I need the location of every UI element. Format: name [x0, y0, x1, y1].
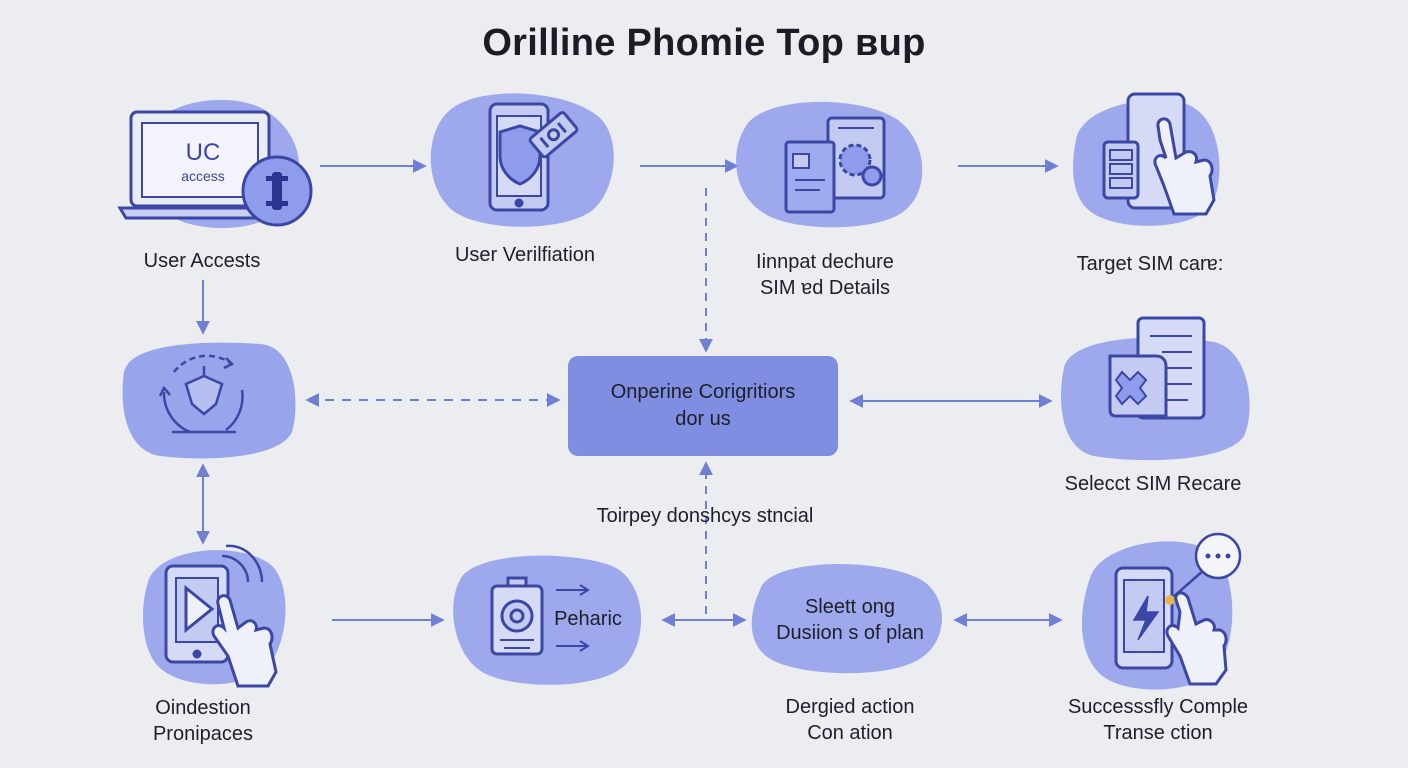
- label-input-details-line2: SIM ɐd Details: [759, 277, 891, 299]
- chat-bubble-icon: [1194, 532, 1242, 580]
- center-line2: dor us: [675, 408, 731, 430]
- label-online-process-line2: Pronipaces: [152, 723, 254, 745]
- sim-form-icon: [784, 116, 886, 214]
- laptop-screen-line2: access: [181, 168, 225, 184]
- center-line1: Onperine Corigritiors: [610, 381, 796, 403]
- node-user-verification: [430, 93, 614, 227]
- selecting-plan-line1: Sleett ong: [804, 596, 896, 618]
- node-peharic: [453, 555, 642, 685]
- peharic-text: Peharic: [554, 608, 622, 630]
- phone-shield-icon: [488, 102, 579, 212]
- label-selecting-plan-line1: Dergied action: [785, 696, 915, 718]
- info-icon: [241, 155, 313, 227]
- label-success-line2: Transe ction: [1103, 722, 1213, 744]
- node-target-sim: [1073, 92, 1220, 226]
- label-user-verification: User Verilfiation: [454, 244, 596, 266]
- node-success: [1081, 532, 1242, 690]
- diagram-title: Orilline Phomie Top ʙup: [482, 22, 926, 64]
- label-input-details: Iinnpat dechure SIM ɐd Details: [710, 249, 940, 301]
- node-user-access: UC access: [117, 99, 313, 229]
- label-target-sim: Target SIM carɐ:: [1076, 253, 1224, 275]
- tablet-play-icon: [164, 544, 278, 688]
- phone-lightning-icon: [1114, 566, 1228, 686]
- label-user-access: User Accests: [143, 250, 261, 272]
- label-select-sim: Selecct SIM Recare: [1064, 473, 1242, 495]
- sim-document-icon: [1108, 316, 1206, 420]
- laptop-screen-line1: UC: [186, 139, 221, 166]
- node-cycle: [122, 342, 296, 459]
- label-selecting-plan: Dergied action Con ation: [750, 694, 950, 746]
- blob-selecting-plan: [751, 564, 942, 674]
- label-online-process: Oindestion Pronipaces: [100, 695, 306, 747]
- label-success-line1: Successsfly Comple: [1067, 696, 1249, 718]
- refresh-cycle-icon: [158, 354, 244, 434]
- node-selecting-plan: [751, 564, 942, 674]
- node-input-details: [736, 101, 923, 228]
- connectors: [196, 159, 1063, 627]
- label-online-process-line1: Oindestion: [155, 697, 251, 719]
- selecting-plan-line2: Dusiion s of plan: [776, 622, 924, 644]
- laptop-icon: [117, 110, 285, 220]
- node-online-process: [143, 544, 286, 688]
- label-selecting-plan-line2: Con ation: [807, 722, 893, 744]
- label-input-details-line1: Iinnpat dechure: [756, 251, 894, 273]
- device-camera-icon: [490, 576, 590, 656]
- label-success: Successsfly Comple Transe ction: [1040, 694, 1276, 746]
- center-process-box: Onperine Corigritiors dor us: [568, 356, 838, 456]
- node-select-sim: [1061, 316, 1250, 461]
- phone-touch-icon: [1102, 92, 1216, 216]
- selecting-plan-text: Sleett ong Dusiion s of plan: [760, 594, 940, 646]
- center-caption: Toirpey donshcys stncial: [596, 505, 814, 527]
